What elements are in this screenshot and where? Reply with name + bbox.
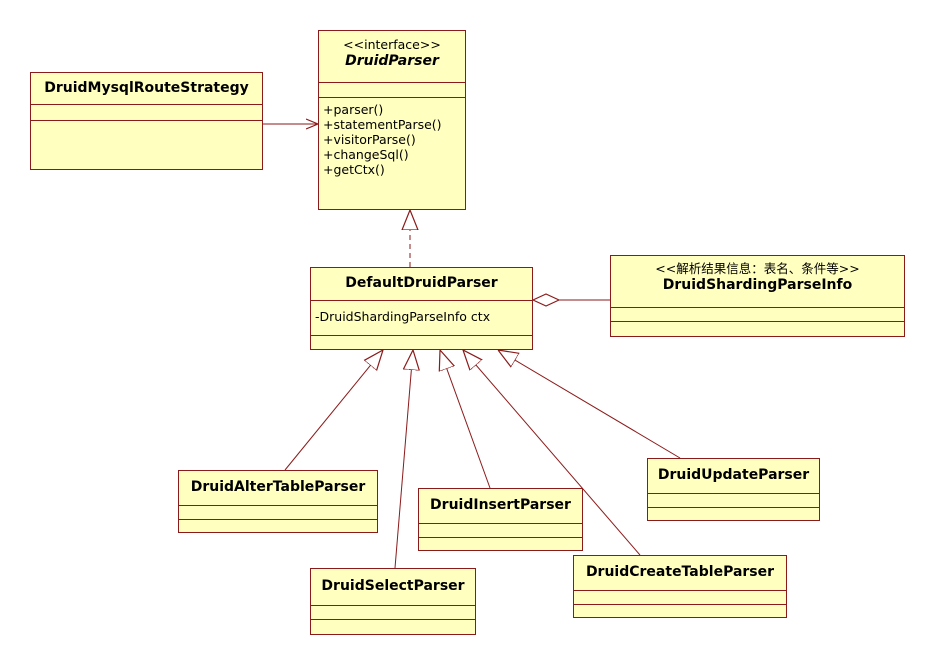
- attributes-section: [319, 83, 465, 98]
- generalization-alter: [284, 350, 383, 471]
- operation: +getCtx(): [323, 162, 385, 177]
- attributes-section: [648, 494, 819, 508]
- generalization-select: [394, 350, 413, 569]
- class-druid-update-parser[interactable]: DruidUpdateParser: [647, 458, 820, 521]
- class-druid-insert-parser[interactable]: DruidInsertParser: [418, 488, 583, 551]
- class-header: DruidInsertParser: [419, 489, 582, 524]
- operation: +statementParse(): [323, 117, 442, 132]
- operations-section: [419, 538, 582, 550]
- attributes-section: [311, 606, 475, 620]
- attributes-section: [611, 308, 904, 322]
- stereotype-label: <<interface>>: [343, 37, 441, 52]
- class-druid-sharding-parse-info[interactable]: <<解析结果信息：表名、条件等>> DruidShardingParseInfo: [610, 255, 905, 337]
- class-name: DruidMysqlRouteStrategy: [44, 80, 249, 96]
- class-name: DefaultDruidParser: [345, 275, 498, 291]
- generalization-update: [498, 350, 681, 459]
- class-name: DruidUpdateParser: [657, 467, 810, 483]
- operations-section: [574, 605, 786, 617]
- class-header: DruidCreateTableParser: [574, 556, 786, 591]
- class-name: DruidAlterTableParser: [190, 479, 366, 495]
- attribute: -DruidShardingParseInfo ctx: [315, 309, 491, 324]
- class-name: DruidCreateTableParser: [585, 564, 775, 580]
- class-header: DruidSelectParser: [311, 569, 475, 606]
- operations-section: [31, 121, 262, 169]
- class-druid-select-parser[interactable]: DruidSelectParser: [310, 568, 476, 635]
- generalization-create: [463, 350, 641, 556]
- class-header: <<interface>> DruidParser: [319, 31, 465, 83]
- stereotype-label: <<解析结果信息：表名、条件等>>: [655, 261, 860, 276]
- class-default-druid-parser[interactable]: DefaultDruidParser -DruidShardingParseIn…: [310, 267, 533, 350]
- class-name: DruidShardingParseInfo: [662, 277, 853, 293]
- attributes-section: [419, 524, 582, 538]
- operations-section: [311, 336, 532, 349]
- operations-section: [311, 620, 475, 634]
- class-druid-parser[interactable]: <<interface>> DruidParser +parser() +sta…: [318, 30, 466, 210]
- class-name: DruidParser: [345, 53, 439, 69]
- operation: +visitorParse(): [323, 132, 416, 147]
- class-name: DruidSelectParser: [321, 578, 465, 594]
- operations-section: [648, 508, 819, 520]
- class-header: DruidAlterTableParser: [179, 471, 377, 506]
- attributes-section: [179, 506, 377, 520]
- class-header: DruidMysqlRouteStrategy: [31, 73, 262, 105]
- class-header: DefaultDruidParser: [311, 268, 532, 301]
- class-druid-alter-table-parser[interactable]: DruidAlterTableParser: [178, 470, 378, 533]
- attributes-section: -DruidShardingParseInfo ctx: [311, 301, 532, 336]
- attributes-section: [574, 591, 786, 605]
- class-route-strategy[interactable]: DruidMysqlRouteStrategy: [30, 72, 263, 170]
- class-header: <<解析结果信息：表名、条件等>> DruidShardingParseInfo: [611, 256, 904, 308]
- class-name: DruidInsertParser: [430, 497, 571, 513]
- class-header: DruidUpdateParser: [648, 459, 819, 494]
- operation: +changeSql(): [323, 147, 409, 162]
- operation: +parser(): [323, 102, 384, 117]
- operations-section: +parser() +statementParse() +visitorPars…: [319, 98, 465, 177]
- class-druid-create-table-parser[interactable]: DruidCreateTableParser: [573, 555, 787, 618]
- operations-section: [611, 322, 904, 336]
- attributes-section: [31, 105, 262, 121]
- generalization-insert: [440, 350, 491, 489]
- operations-section: [179, 520, 377, 532]
